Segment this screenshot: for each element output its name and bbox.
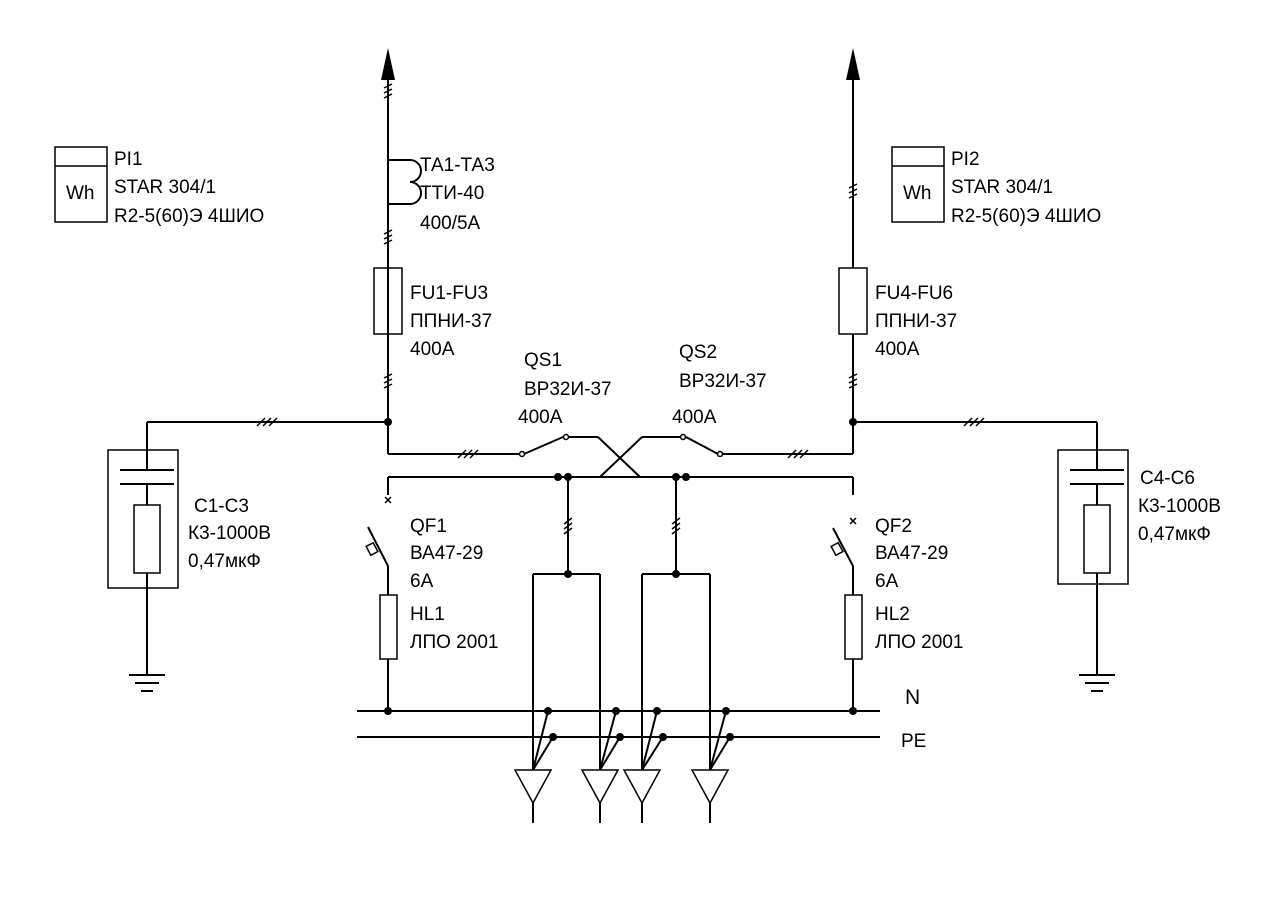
left-feeder xyxy=(373,48,422,454)
meter-right-label2: STAR 304/1 xyxy=(951,177,1053,198)
buses xyxy=(357,710,880,738)
cap-left-label3: 0,47мкФ xyxy=(188,551,261,572)
meter-right-symbol: Wh xyxy=(903,183,932,204)
breaker-right-label2: ВА47-29 xyxy=(875,543,948,564)
meter-left-label1: PI1 xyxy=(114,149,143,170)
outlet-4 xyxy=(690,707,734,823)
capacitor-right-enclosure xyxy=(1057,449,1129,585)
capacitor-left xyxy=(107,417,388,692)
ground-right-icon xyxy=(1079,674,1115,692)
fuse-right-symbol xyxy=(838,267,868,335)
outlet-2 xyxy=(580,707,624,823)
meter-left-symbol: Wh xyxy=(66,183,95,204)
capacitor-left-resistor xyxy=(133,504,161,574)
switch-left-label1: QS1 xyxy=(524,350,562,371)
meter-right-label3: R2-5(60)Э 4ШИО xyxy=(951,206,1101,227)
breaker-right-label1: QF2 xyxy=(875,516,912,537)
switches xyxy=(388,433,853,481)
meter-left: Wh xyxy=(54,146,108,223)
ct-label3: 400/5А xyxy=(420,213,481,234)
switch-right-label3: 400А xyxy=(672,407,717,428)
breaker-left-branch xyxy=(365,477,398,715)
fuse-left-label2: ППНИ-37 xyxy=(410,311,492,332)
ground-left-icon xyxy=(129,674,165,692)
fuse-right-label2: ППНИ-37 xyxy=(875,311,957,332)
cap-right-label3: 0,47мкФ xyxy=(1138,524,1211,545)
switch-right-label1: QS2 xyxy=(679,342,717,363)
cap-left-label2: К3-1000В xyxy=(188,523,271,544)
switch-left-label2: ВР32И-37 xyxy=(524,379,612,400)
lamp-right-label2: ЛПО 2001 xyxy=(875,632,963,653)
cap-right-label2: К3-1000В xyxy=(1138,496,1221,517)
switch-left-label3: 400А xyxy=(518,407,563,428)
lamp-right-label1: HL2 xyxy=(875,604,910,625)
right-output-arrow xyxy=(846,48,860,80)
lamp-left-label1: HL1 xyxy=(410,604,445,625)
outlet-3 xyxy=(622,707,667,823)
lamp-right-symbol xyxy=(844,594,863,660)
right-feeder xyxy=(838,48,868,454)
capacitor-right-resistor xyxy=(1083,504,1111,574)
breaker-left-label1: QF1 xyxy=(410,516,447,537)
meter-left-label2: STAR 304/1 xyxy=(114,177,216,198)
fuse-left-label3: 400А xyxy=(410,339,455,360)
right-phase-ticks xyxy=(848,183,858,389)
lamp-left-label2: ЛПО 2001 xyxy=(410,632,498,653)
switch-right-label2: ВР32И-37 xyxy=(679,371,767,392)
fuse-left-label1: FU1-FU3 xyxy=(410,283,488,304)
cap-right-label1: С4-С6 xyxy=(1140,468,1195,489)
breaker-right-branch xyxy=(830,477,863,715)
fuse-right-label3: 400А xyxy=(875,339,920,360)
breaker-left-label2: ВА47-29 xyxy=(410,543,483,564)
fuse-right-label1: FU4-FU6 xyxy=(875,283,953,304)
capacitor-left-enclosure xyxy=(107,449,179,589)
ct-label2: ТТИ-40 xyxy=(420,183,484,204)
meter-left-label3: R2-5(60)Э 4ШИО xyxy=(114,206,264,227)
breaker-right-label3: 6А xyxy=(875,571,899,592)
breaker-left-label3: 6А xyxy=(410,571,434,592)
outlet-feeds xyxy=(532,477,711,770)
pe-bus-label: PE xyxy=(901,731,926,752)
capacitor-right xyxy=(853,417,1129,692)
n-bus-label: N xyxy=(905,686,920,709)
meter-right: Wh xyxy=(891,146,945,223)
cap-left-label1: С1-С3 xyxy=(194,496,249,517)
left-output-arrow xyxy=(381,48,395,80)
outlet-1 xyxy=(513,707,557,823)
lamp-left-symbol xyxy=(379,594,398,660)
ct-label1: ТА1-ТА3 xyxy=(420,155,495,176)
left-phase-ticks xyxy=(383,83,393,389)
meter-right-label1: PI2 xyxy=(951,149,980,170)
current-transformer-symbol xyxy=(388,159,422,205)
